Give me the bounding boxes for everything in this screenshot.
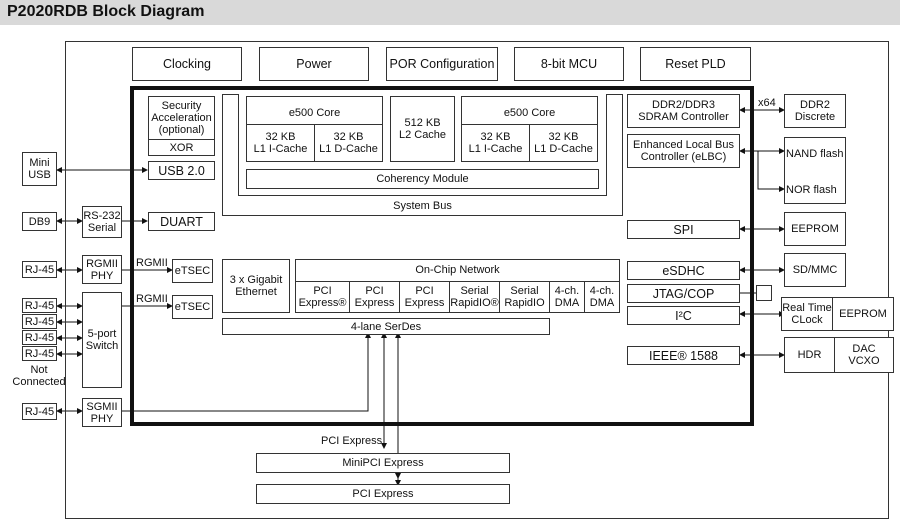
soc-boundary xyxy=(130,86,754,426)
jtag-connector xyxy=(756,285,772,301)
rj45-port-3: RJ-45 xyxy=(22,314,57,329)
rs232-serial: RS-232 Serial xyxy=(82,206,122,238)
ieee1588-block: IEEE® 1588 xyxy=(627,346,740,365)
rtc-block: Real Time CLock xyxy=(781,297,833,331)
core-right-icache: 32 KB L1 I-Cache xyxy=(461,124,530,162)
rj45-port-1: RJ-45 xyxy=(22,261,57,278)
pcie-block-1: PCI Express® xyxy=(295,281,350,313)
rj45-port-6: RJ-45 xyxy=(22,403,57,420)
clocking-block: Clocking xyxy=(132,47,242,81)
elbc-controller: Enhanced Local Bus Controller (eLBC) xyxy=(627,134,740,168)
nand-flash-label: NAND flash xyxy=(786,148,844,160)
pcie-block-3: PCI Express xyxy=(399,281,450,313)
dma-block-2: 4-ch. DMA xyxy=(584,281,620,313)
srio-block-2: Serial RapidIO xyxy=(499,281,550,313)
rgmii-label-1: RGMII xyxy=(136,257,168,269)
not-connected-label: Not Connected xyxy=(12,364,66,388)
nor-flash-label: NOR flash xyxy=(786,184,837,196)
mini-usb-port: Mini USB xyxy=(22,152,57,186)
page-title: P2020RDB Block Diagram xyxy=(7,3,205,20)
mcu-block: 8-bit MCU xyxy=(514,47,624,81)
rj45-port-5: RJ-45 xyxy=(22,346,57,361)
duart-block: DUART xyxy=(148,212,215,231)
core-left-icache: 32 KB L1 I-Cache xyxy=(246,124,315,162)
title-bar: P2020RDB Block Diagram xyxy=(0,0,900,25)
core-right-dcache: 32 KB L1 D-Cache xyxy=(529,124,598,162)
pci-express-slot: PCI Express xyxy=(256,484,510,504)
srio-block-1: Serial RapidIO® xyxy=(449,281,500,313)
eeprom-spi: EEPROM xyxy=(784,212,846,246)
jtag-block: JTAG/COP xyxy=(627,284,740,303)
xor-block: XOR xyxy=(148,139,215,156)
flash-group xyxy=(784,137,846,204)
i2c-block: I²C xyxy=(627,306,740,325)
pcie-bus-label: PCI Express xyxy=(321,435,383,447)
rj45-port-4: RJ-45 xyxy=(22,330,57,345)
pcie-block-2: PCI Express xyxy=(349,281,400,313)
dma-block-1: 4-ch. DMA xyxy=(549,281,585,313)
l2-cache: 512 KB L2 Cache xyxy=(390,96,455,162)
minipci-express-slot: MiniPCI Express xyxy=(256,453,510,473)
core-right-name: e500 Core xyxy=(503,107,556,119)
dac-vcxo-block: DAC VCXO xyxy=(834,337,894,373)
reset-pld-block: Reset PLD xyxy=(640,47,751,81)
rgmii-label-2: RGMII xyxy=(136,293,168,305)
sd-mmc-slot: SD/MMC xyxy=(784,253,846,287)
board-outline xyxy=(65,41,889,519)
rgmii-phy: RGMII PHY xyxy=(82,255,122,284)
system-bus-label: System Bus xyxy=(393,200,452,212)
por-config-block: POR Configuration xyxy=(386,47,498,81)
etsec-2: eTSEC xyxy=(172,295,213,319)
eeprom-i2c: EEPROM xyxy=(832,297,894,331)
serdes-block: 4-lane SerDes xyxy=(222,318,550,335)
x64-label: x64 xyxy=(758,97,776,109)
core-left-name: e500 Core xyxy=(288,107,341,119)
hdr-block: HDR xyxy=(784,337,835,373)
etsec-1: eTSEC xyxy=(172,259,213,283)
gigabit-ethernet: 3 x Gigabit Ethernet xyxy=(222,259,290,313)
sgmii-phy: SGMII PHY xyxy=(82,398,122,427)
db9-port: DB9 xyxy=(22,212,57,231)
core-left-dcache: 32 KB L1 D-Cache xyxy=(314,124,383,162)
on-chip-network-label: On-Chip Network xyxy=(415,264,500,276)
ddr-controller: DDR2/DDR3 SDRAM Controller xyxy=(627,94,740,128)
power-block: Power xyxy=(259,47,369,81)
esdhc-block: eSDHC xyxy=(627,261,740,280)
usb-controller: USB 2.0 xyxy=(148,161,215,180)
rj45-port-2: RJ-45 xyxy=(22,298,57,313)
ddr2-discrete: DDR2 Discrete xyxy=(784,94,846,128)
coherency-module: Coherency Module xyxy=(246,169,599,189)
spi-block: SPI xyxy=(627,220,740,239)
five-port-switch: 5-port Switch xyxy=(82,292,122,388)
security-acceleration: Security Acceleration (optional) xyxy=(148,96,215,140)
